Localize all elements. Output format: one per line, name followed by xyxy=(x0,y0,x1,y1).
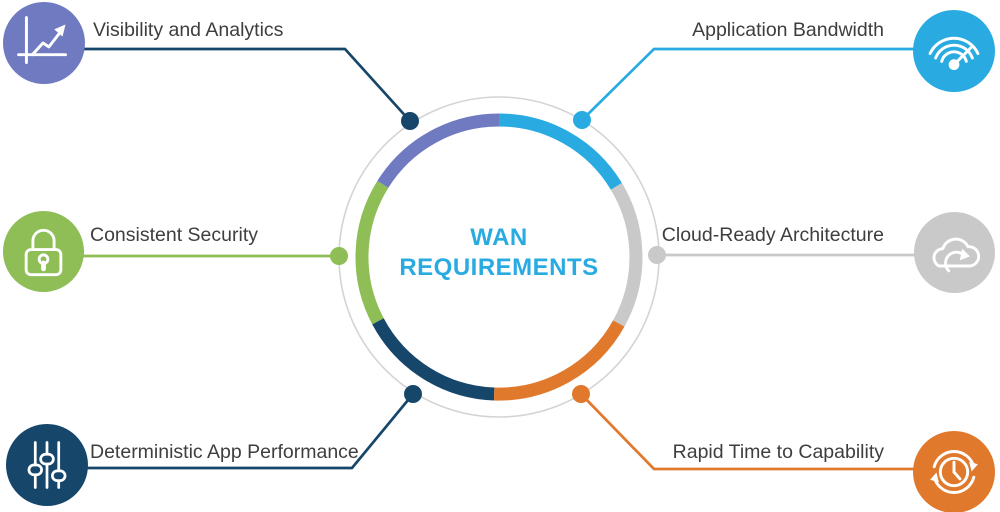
dot-rapid-time-to-capability xyxy=(572,385,590,403)
clock-refresh-icon xyxy=(913,431,995,512)
connector-application-bandwidth xyxy=(581,47,916,121)
dot-deterministic-app-performance xyxy=(404,385,422,403)
ring-segment-cloud xyxy=(610,183,643,327)
title-line-1: WAN xyxy=(470,224,528,251)
ring-segment-bandwidth xyxy=(498,113,622,190)
connector-deterministic-app-performance xyxy=(82,393,415,470)
node-rapid-time-to-capability xyxy=(913,431,995,512)
label-deterministic-app-performance: Deterministic App Performance xyxy=(90,441,359,463)
node-consistent-security xyxy=(3,211,84,292)
dot-visibility-and-analytics xyxy=(401,112,419,130)
wifi-speedometer-icon xyxy=(913,10,995,92)
ring-segment-capability xyxy=(493,320,625,401)
cloud-sync-icon xyxy=(914,212,995,293)
label-application-bandwidth: Application Bandwidth xyxy=(692,19,884,41)
node-deterministic-app-performance xyxy=(6,424,88,506)
dot-consistent-security xyxy=(330,247,348,265)
diagram-title: WAN REQUIREMENTS xyxy=(349,223,649,283)
connector-visibility-and-analytics xyxy=(80,47,412,122)
node-visibility-and-analytics xyxy=(3,2,85,84)
label-visibility-and-analytics: Visibility and Analytics xyxy=(93,19,284,41)
node-application-bandwidth xyxy=(913,10,995,92)
node-cloud-ready-architecture xyxy=(914,212,995,293)
label-consistent-security: Consistent Security xyxy=(90,224,258,246)
dot-cloud-ready-architecture xyxy=(648,246,666,264)
ring-segment-visibility xyxy=(377,113,500,188)
ring-segment-performance xyxy=(372,318,495,401)
ring-segment-security xyxy=(355,180,389,325)
dot-application-bandwidth xyxy=(573,111,591,129)
label-cloud-ready-architecture: Cloud-Ready Architecture xyxy=(661,224,884,246)
line-chart-icon xyxy=(3,2,85,84)
padlock-icon xyxy=(3,211,84,292)
label-rapid-time-to-capability: Rapid Time to Capability xyxy=(672,441,884,463)
title-line-2: REQUIREMENTS xyxy=(399,254,599,281)
connector-rapid-time-to-capability xyxy=(580,393,918,471)
sliders-icon xyxy=(6,424,88,506)
